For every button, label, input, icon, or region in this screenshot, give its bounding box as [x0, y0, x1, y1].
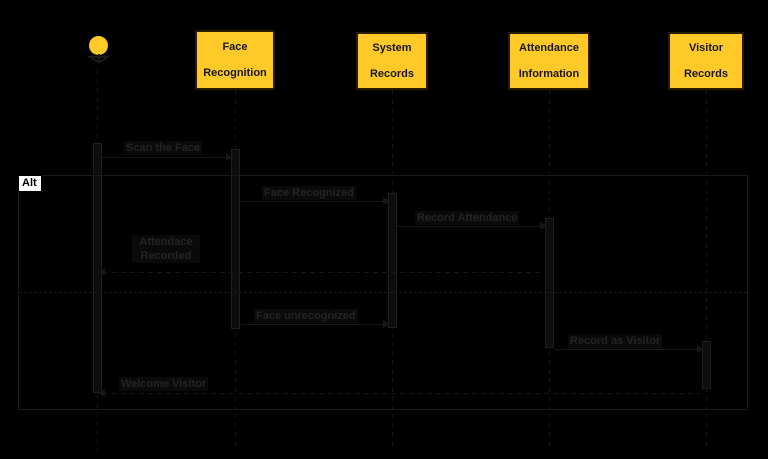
message-arrowhead-welcome-visitor [98, 389, 105, 397]
alt-fragment-box [18, 175, 748, 410]
message-line-record-attendance [397, 226, 542, 227]
activation-face-recognition [231, 149, 240, 329]
message-label-face-recognized: Face Recognized [262, 186, 356, 200]
message-label-record-attendance: Record Attendance [415, 211, 520, 225]
participant-label-line1: Attendance [519, 41, 579, 54]
actor-arms-icon [88, 56, 109, 58]
message-line-record-as-visitor [554, 349, 699, 350]
message-line-face-unrecognized [240, 324, 385, 325]
message-label-line1: Attendace [139, 236, 193, 248]
participant-label-line1: Face [222, 40, 248, 53]
message-arrowhead-record-as-visitor [697, 345, 704, 353]
actor-head-icon [89, 36, 108, 55]
message-arrowhead-record-attendance [540, 222, 547, 230]
alt-fragment-tag: Alt [18, 175, 42, 192]
participant-label-line1: System [372, 41, 412, 54]
actor-stick-figure[interactable] [83, 34, 113, 68]
message-line-face-recognized [240, 201, 385, 202]
message-arrowhead-face-recognized [383, 197, 390, 205]
activation-visitor-records [702, 341, 711, 389]
participant-attendance-information[interactable]: Attendance Information [508, 32, 590, 90]
participant-label-line2: Information [518, 67, 580, 80]
message-line-attendace-recorded [103, 272, 543, 273]
alt-fragment-divider [19, 292, 747, 293]
message-label-face-unrecognized: Face unrecognized [254, 309, 358, 323]
activation-system-records [388, 193, 397, 328]
message-arrowhead-scan-the-face [226, 153, 233, 161]
activation-attendance-information [545, 218, 554, 348]
message-arrowhead-attendace-recorded [98, 268, 105, 276]
message-line-scan-the-face [102, 157, 228, 158]
participant-label-line1: Visitor [688, 41, 724, 54]
participant-system-records[interactable]: System Records [356, 32, 428, 90]
message-label-scan-the-face: Scan the Face [124, 141, 202, 155]
participant-label-line2: Recognition [203, 66, 267, 79]
message-line-welcome-visitor [103, 393, 700, 394]
actor-body-icon [98, 54, 100, 63]
participant-label-line2: Records [369, 67, 415, 80]
participant-face-recognition[interactable]: Face Recognition [195, 30, 275, 90]
message-arrowhead-face-unrecognized [383, 320, 390, 328]
message-label-attendace-recorded: Attendace Recorded [132, 235, 200, 263]
participant-visitor-records[interactable]: Visitor Records [668, 32, 744, 90]
message-label-line2: Recorded [140, 250, 192, 262]
message-label-record-as-visitor: Record as Visitor [568, 334, 663, 348]
participant-label-line2: Records [683, 67, 729, 80]
lifeline-visitor-records [706, 90, 707, 450]
message-label-welcome-visitor: Welcome Visitor [119, 377, 209, 391]
